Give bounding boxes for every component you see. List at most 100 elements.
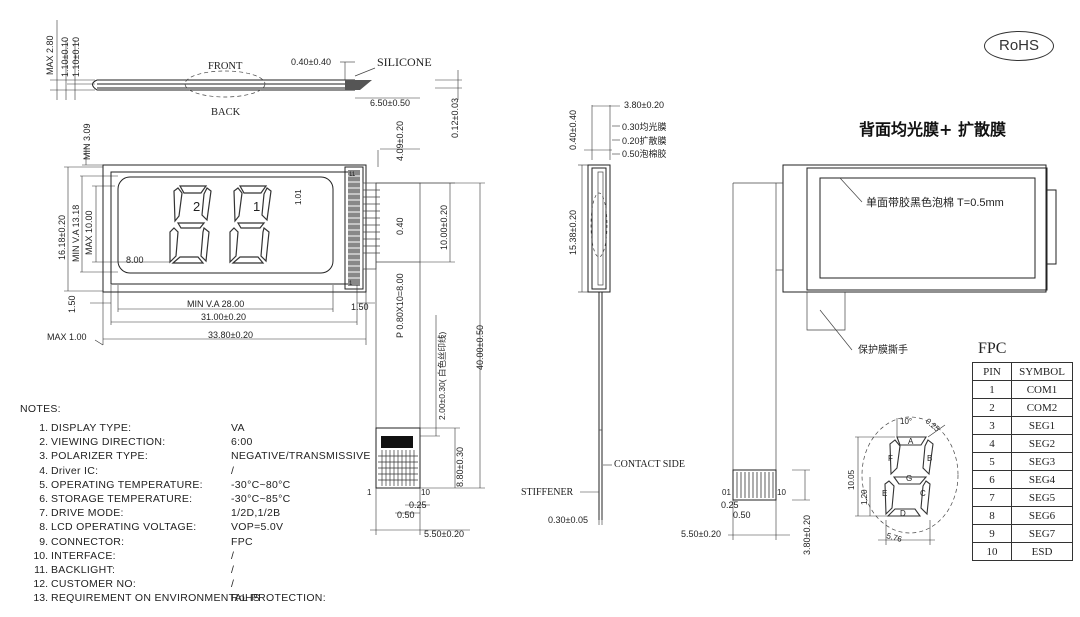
fpc-symbol-cell: COM2 [1011,398,1073,417]
dim-101: 1.01 [294,189,303,205]
note-value: VOP=5.0V [231,521,284,534]
dim-050-back: 0.50 [733,510,751,520]
digit-label-2: 2 [193,199,200,214]
dim-650: 6.50±0.50 [370,98,410,108]
note-num: 1. [39,422,48,434]
dim-150-left: 1.50 [67,295,77,313]
note-num: 3. [39,450,48,463]
note-name: CONNECTOR: [51,535,125,548]
dim-150-right: 1.50 [351,302,369,312]
back-connector [732,469,777,501]
note-num: 9. [39,535,48,548]
fpc-pin-cell: 4 [972,434,1012,453]
dim-1005: 10.05 [847,469,856,490]
dim-576: 5.76 [885,531,903,544]
note-value: / [231,549,235,562]
note-value: / [231,464,235,477]
note-num: 11. [34,563,48,576]
foam-area [819,177,1036,279]
dim-1538: 15.38±0.20 [568,210,578,255]
note-num: 13. [33,592,48,605]
dim-tail-note: 2.00±0.30( 白色丝印线) [437,332,447,420]
note-name: DISPLAY TYPE: [51,422,132,434]
dim-max-1: MAX 1.00 [47,332,87,342]
note-num: 7. [39,507,48,520]
dim-025-back: 0.25 [721,500,739,510]
note-value: -30°C~85°C [231,492,291,505]
dim-380-top: 3.80±0.20 [624,100,664,110]
silicone-label: SILICONE [377,55,432,69]
dim-max-10: MAX 10.00 [84,210,94,255]
note-name: BACKLIGHT: [51,563,116,576]
note-value: 6:00 [231,436,253,449]
segment-b [922,439,934,476]
fpc-symbol-cell: SEG5 [1011,488,1073,507]
note-value: NEGATIVE/TRANSMISSIVE [231,450,371,463]
viewing-area [117,176,334,274]
seg-label-c: C [920,489,926,498]
note-name: Driver IC: [51,464,99,477]
layer-3: 0.50泡棉胶 [622,148,667,159]
fpc-pin-cell: 9 [972,524,1012,543]
glass-pins [348,170,360,286]
note-item: 11.BACKLIGHT:/ [20,563,380,577]
dim-040-side: 0.40±0.40 [568,110,578,150]
note-value: FPC [231,535,253,548]
dim-880: 8.80±0.30 [455,447,465,487]
fpc-symbol-cell: SEG2 [1011,434,1073,453]
segment-f [889,439,901,476]
note-item: 12.CUSTOMER NO:/ [20,577,380,591]
note-name: REQUIREMENT ON ENVIRONMENTAL PROTECTION: [51,592,326,605]
fpc-symbol-cell: SEG4 [1011,470,1073,489]
dim-10-fpc: 10.00±0.20 [439,205,449,250]
note-name: LCD OPERATING VOLTAGE: [51,521,197,534]
dim-110-b: 1.10±0.10 [71,37,81,77]
segment-g [892,476,928,485]
protect-label: 保护膜撕手 [858,343,908,356]
dim-va-1318: MIN V.A 13.18 [71,205,81,262]
dim-550: 5.50±0.20 [424,529,464,539]
note-item: 2.VIEWING DIRECTION:6:00 [20,435,380,449]
dim-120: 1.20 [860,489,869,505]
layer-2: 0.20扩散膜 [622,135,667,146]
layer-1: 0.30均光膜 [622,121,667,132]
note-value: -30°C~80°C [231,478,291,491]
note-num: 10. [33,549,48,562]
dim-030: 0.30±0.05 [548,515,588,525]
note-name: CUSTOMER NO: [51,578,137,591]
contact-side-label: CONTACT SIDE [614,459,685,470]
dim-040: 0.40±0.40 [291,57,331,67]
digit-left [169,185,212,264]
back-pin-01: 01 [722,488,731,497]
dim-va-28: MIN V.A 28.00 [187,299,244,309]
note-name: INTERFACE: [51,549,116,562]
note-num: 6. [39,492,48,505]
dim-min-309: MIN 3.09 [82,123,92,160]
note-value: 1/2D,1/2B [231,507,281,520]
foam-label: 单面带胶黑色泡棉 T=0.5mm [866,195,1004,209]
side-view: FRONT BACK SILICONE MAX 2.80 1.10±0.10 1… [45,20,462,138]
rohs-badge: RoHS [984,31,1054,61]
digit-right [229,185,272,264]
note-name: POLARIZER TYPE: [51,450,149,463]
note-name: DRIVE MODE: [51,507,124,520]
fpc-symbol-cell: ESD [1011,542,1073,561]
dim-040-pin: 0.40 [395,217,405,235]
notes-title: NOTES: [20,403,61,415]
header-pin-1: 1 [349,281,353,287]
seg-label-f: F [888,454,893,463]
segment-c [920,480,931,516]
dim-1618: 16.18±0.20 [57,215,67,260]
dim-338: 33.80±0.20 [208,330,253,340]
fpc-symbol-cell: SEG3 [1011,452,1073,471]
fpc-pin-cell: 1 [972,380,1012,399]
